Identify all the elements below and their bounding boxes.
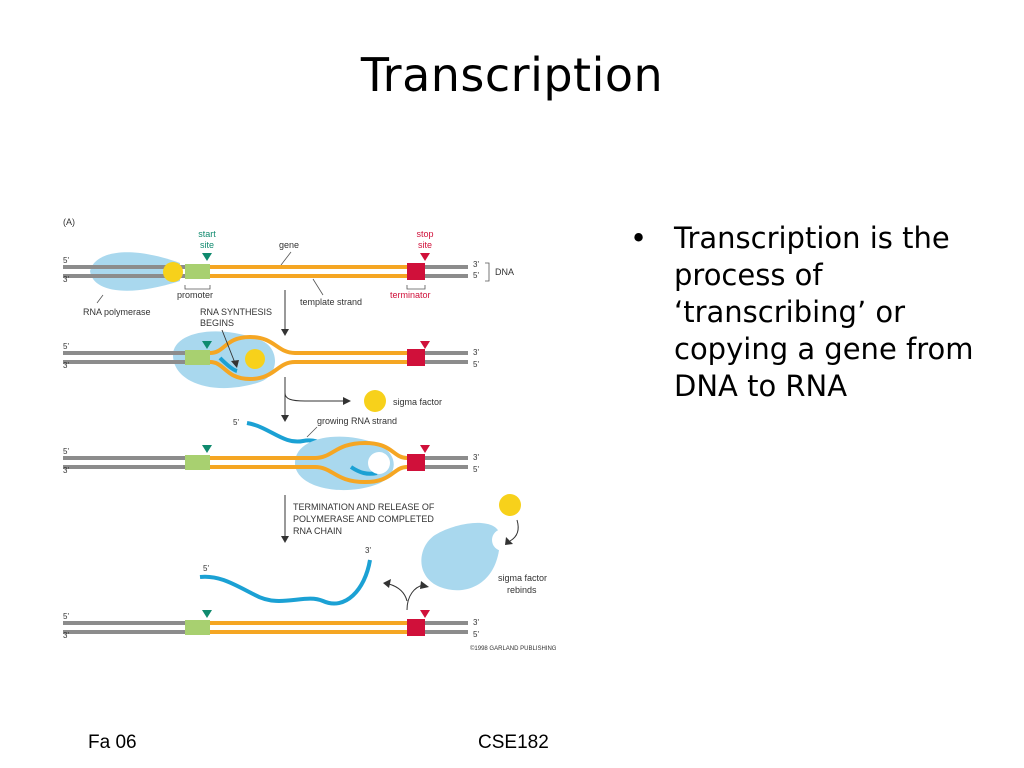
footer-center: CSE182 [478,732,549,753]
stage-4-termination: TERMINATION AND RELEASE OF POLYMERASE AN… [199,494,547,611]
end-5-top: 5' [63,256,69,265]
termination-label-2: POLYMERASE AND COMPLETED [293,514,434,524]
rebinding-sigma-factor [499,494,521,516]
termination-label-1: TERMINATION AND RELEASE OF [293,502,435,512]
promoter-region [185,264,210,279]
footer-left: Fa 06 [88,732,137,753]
terminator-region [407,263,425,280]
svg-text:3': 3' [63,466,69,475]
rna-polymerase-shape [90,252,180,291]
svg-text:5': 5' [63,612,69,621]
copyright-label: ©1998 GARLAND PUBLISHING [470,645,557,652]
slide-title: Transcription [360,48,664,102]
stop-site-label-1: stop [416,229,433,239]
bullet-list: • Transcription is the process of ‘trans… [630,220,1000,405]
svg-text:3': 3' [63,631,69,640]
svg-text:5': 5' [203,564,209,573]
start-site-label-2: site [200,240,214,250]
stage-3-elongation: 5' growing RNA strand 5' 3' 3' 5' [63,416,479,491]
rna-polymerase-shape-3 [295,436,394,491]
stage-5-free-dna: 5' 3' 3' 5' ©1998 GARLAND PUBLISHING [63,610,557,652]
termination-label-3: RNA CHAIN [293,526,342,536]
bullet-item: • Transcription is the process of ‘trans… [630,220,1000,405]
sigma-factor-2 [245,349,265,369]
bullet-dot: • [630,221,648,255]
svg-text:3': 3' [473,618,479,627]
bullet-text: Transcription is the process of ‘transcr… [674,221,974,403]
svg-text:3': 3' [473,453,479,462]
svg-text:5': 5' [473,630,479,639]
end-5-bottom-right: 5' [473,271,479,280]
svg-text:5': 5' [473,360,479,369]
template-strand-label: template strand [300,297,362,307]
start-site-label-1: start [198,229,216,239]
svg-text:3': 3' [63,361,69,370]
promoter-label: promoter [177,290,213,300]
sigma-rebinds-label-1: sigma factor [498,573,547,583]
gene-region-bottom [210,274,407,278]
svg-text:5': 5' [63,447,69,456]
rna-synthesis-label-2: BEGINS [200,318,234,328]
stop-site-label-2: site [418,240,432,250]
dna-label: DNA [495,267,514,277]
gene-label: gene [279,240,299,250]
end-3-bottom: 3' [63,275,69,284]
terminator-label: terminator [390,290,431,300]
gene-region-top [210,265,407,269]
svg-text:5': 5' [233,418,239,427]
svg-text:5': 5' [473,465,479,474]
panel-label: (A) [63,217,75,227]
rna-synthesis-label-1: RNA SYNTHESIS [200,307,272,317]
transcription-diagram: (A) start site gene stop site 5' 3' 3' 5… [63,217,557,652]
start-site-marker [202,253,212,261]
transcription-bubble [209,334,296,355]
svg-text:5': 5' [63,342,69,351]
released-polymerase [421,522,500,591]
svg-text:3': 3' [473,348,479,357]
released-sigma-factor [364,390,386,412]
sigma-rebinds-label-2: rebinds [507,585,537,595]
sigma-factor [163,262,183,282]
stage-2-rna-synthesis-begins: 5' 3' 3' 5' sigma factor [63,329,479,422]
svg-text:3': 3' [365,546,371,555]
growing-rna-strand-label: growing RNA strand [317,416,397,426]
nascent-rna [218,356,238,373]
sigma-factor-label: sigma factor [393,397,442,407]
rna-polymerase-label: RNA polymerase [83,307,151,317]
stage-1-initiation: start site gene stop site 5' 3' 3' 5' DN… [63,229,514,336]
completed-rna-chain [199,559,372,606]
end-3-top-right: 3' [473,260,479,269]
stop-site-marker [420,253,430,261]
